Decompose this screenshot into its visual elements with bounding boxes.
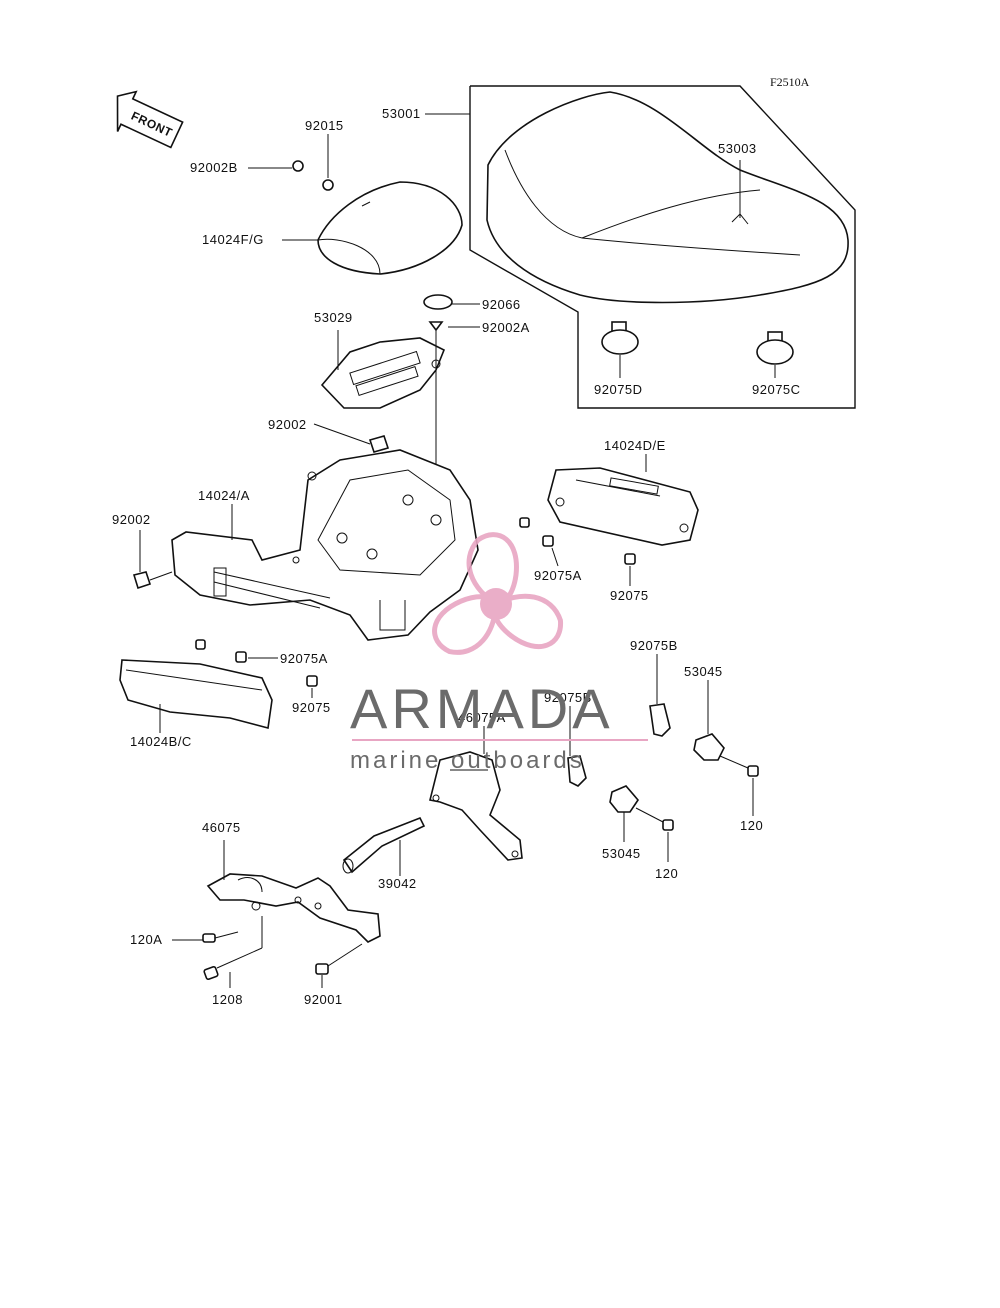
armada-watermark: ARMADA marine outboards	[350, 532, 648, 774]
label-14024FG: 14024F/G	[202, 232, 264, 247]
grommet-92075-left	[306, 675, 318, 698]
label-1208: 1208	[212, 992, 243, 1007]
grommet-b	[195, 639, 206, 650]
label-120-mid: 120	[655, 866, 678, 881]
grommet-92075A-right	[542, 535, 559, 567]
clamp-53045-mid	[609, 785, 640, 842]
nut-92015	[322, 134, 334, 191]
label-53045-mid: 53045	[602, 846, 641, 861]
label-92075A-right: 92075A	[534, 568, 582, 583]
side-cover-14024DE	[547, 454, 699, 546]
front-arrow-icon: FRONT	[116, 90, 184, 149]
label-92001: 92001	[304, 992, 343, 1007]
label-92002-left: 92002	[112, 512, 151, 527]
label-53029: 53029	[314, 310, 353, 325]
screw-120-mid	[635, 807, 674, 862]
label-14024A: 14024/A	[198, 488, 250, 503]
stopper-92075B-top	[649, 654, 671, 737]
cap-92066	[423, 294, 453, 310]
label-14024DE: 14024D/E	[604, 438, 666, 453]
label-92075-right: 92075	[610, 588, 649, 603]
label-92075-left: 92075	[292, 700, 331, 715]
passenger-pad-14024FG	[317, 181, 463, 275]
label-46075A: 46075A	[458, 710, 506, 725]
label-92075B-top: 92075B	[630, 638, 678, 653]
grommet-92075A-left	[235, 651, 278, 663]
damper-92075D	[601, 321, 639, 378]
clamp-53045-right	[693, 680, 725, 761]
plate-53029	[320, 330, 446, 409]
propeller-icon	[426, 532, 570, 662]
stopper-92075B-mid	[567, 706, 587, 787]
label-92066: 92066	[482, 297, 521, 312]
rod-39042	[342, 816, 426, 876]
label-92002B: 92002B	[190, 160, 238, 175]
brand-name: ARMADA	[350, 677, 614, 740]
label-92075B-mid: 92075B	[544, 690, 592, 705]
label-46075: 46075	[202, 820, 241, 835]
figure-code: F2510A	[770, 75, 810, 89]
nut-92001	[315, 943, 363, 988]
label-53045-right: 53045	[684, 664, 723, 679]
bracket-46075A	[429, 726, 523, 861]
bolt-92002-left	[132, 530, 173, 590]
label-39042: 39042	[378, 876, 417, 891]
bolt-92002B	[248, 160, 304, 172]
label-92075C: 92075C	[752, 382, 801, 397]
label-92075A-left: 92075A	[280, 651, 328, 666]
main-seat-53001	[469, 85, 856, 409]
label-14024BC: 14024B/C	[130, 734, 192, 749]
label-92002-top: 92002	[268, 417, 307, 432]
grommet-92075-right	[624, 553, 636, 586]
brand-tagline: marine outboards	[350, 747, 585, 774]
bolt-120A	[172, 931, 239, 943]
label-53003: 53003	[718, 141, 757, 156]
label-120A: 120A	[130, 932, 162, 947]
label-92075D: 92075D	[594, 382, 643, 397]
label-92002A: 92002A	[482, 320, 530, 335]
rear-cover-14024A	[171, 449, 479, 641]
label-120-right: 120	[740, 818, 763, 833]
label-92015: 92015	[305, 118, 344, 133]
front-cover-14024BC	[119, 659, 273, 733]
label-53001: 53001	[382, 106, 421, 121]
grommet-a	[519, 517, 530, 528]
bracket-46075	[206, 840, 381, 943]
damper-92075C	[756, 331, 794, 378]
bolt-92002-top	[313, 423, 390, 453]
screw-120-right	[719, 755, 759, 816]
bolt-1208	[203, 916, 263, 988]
